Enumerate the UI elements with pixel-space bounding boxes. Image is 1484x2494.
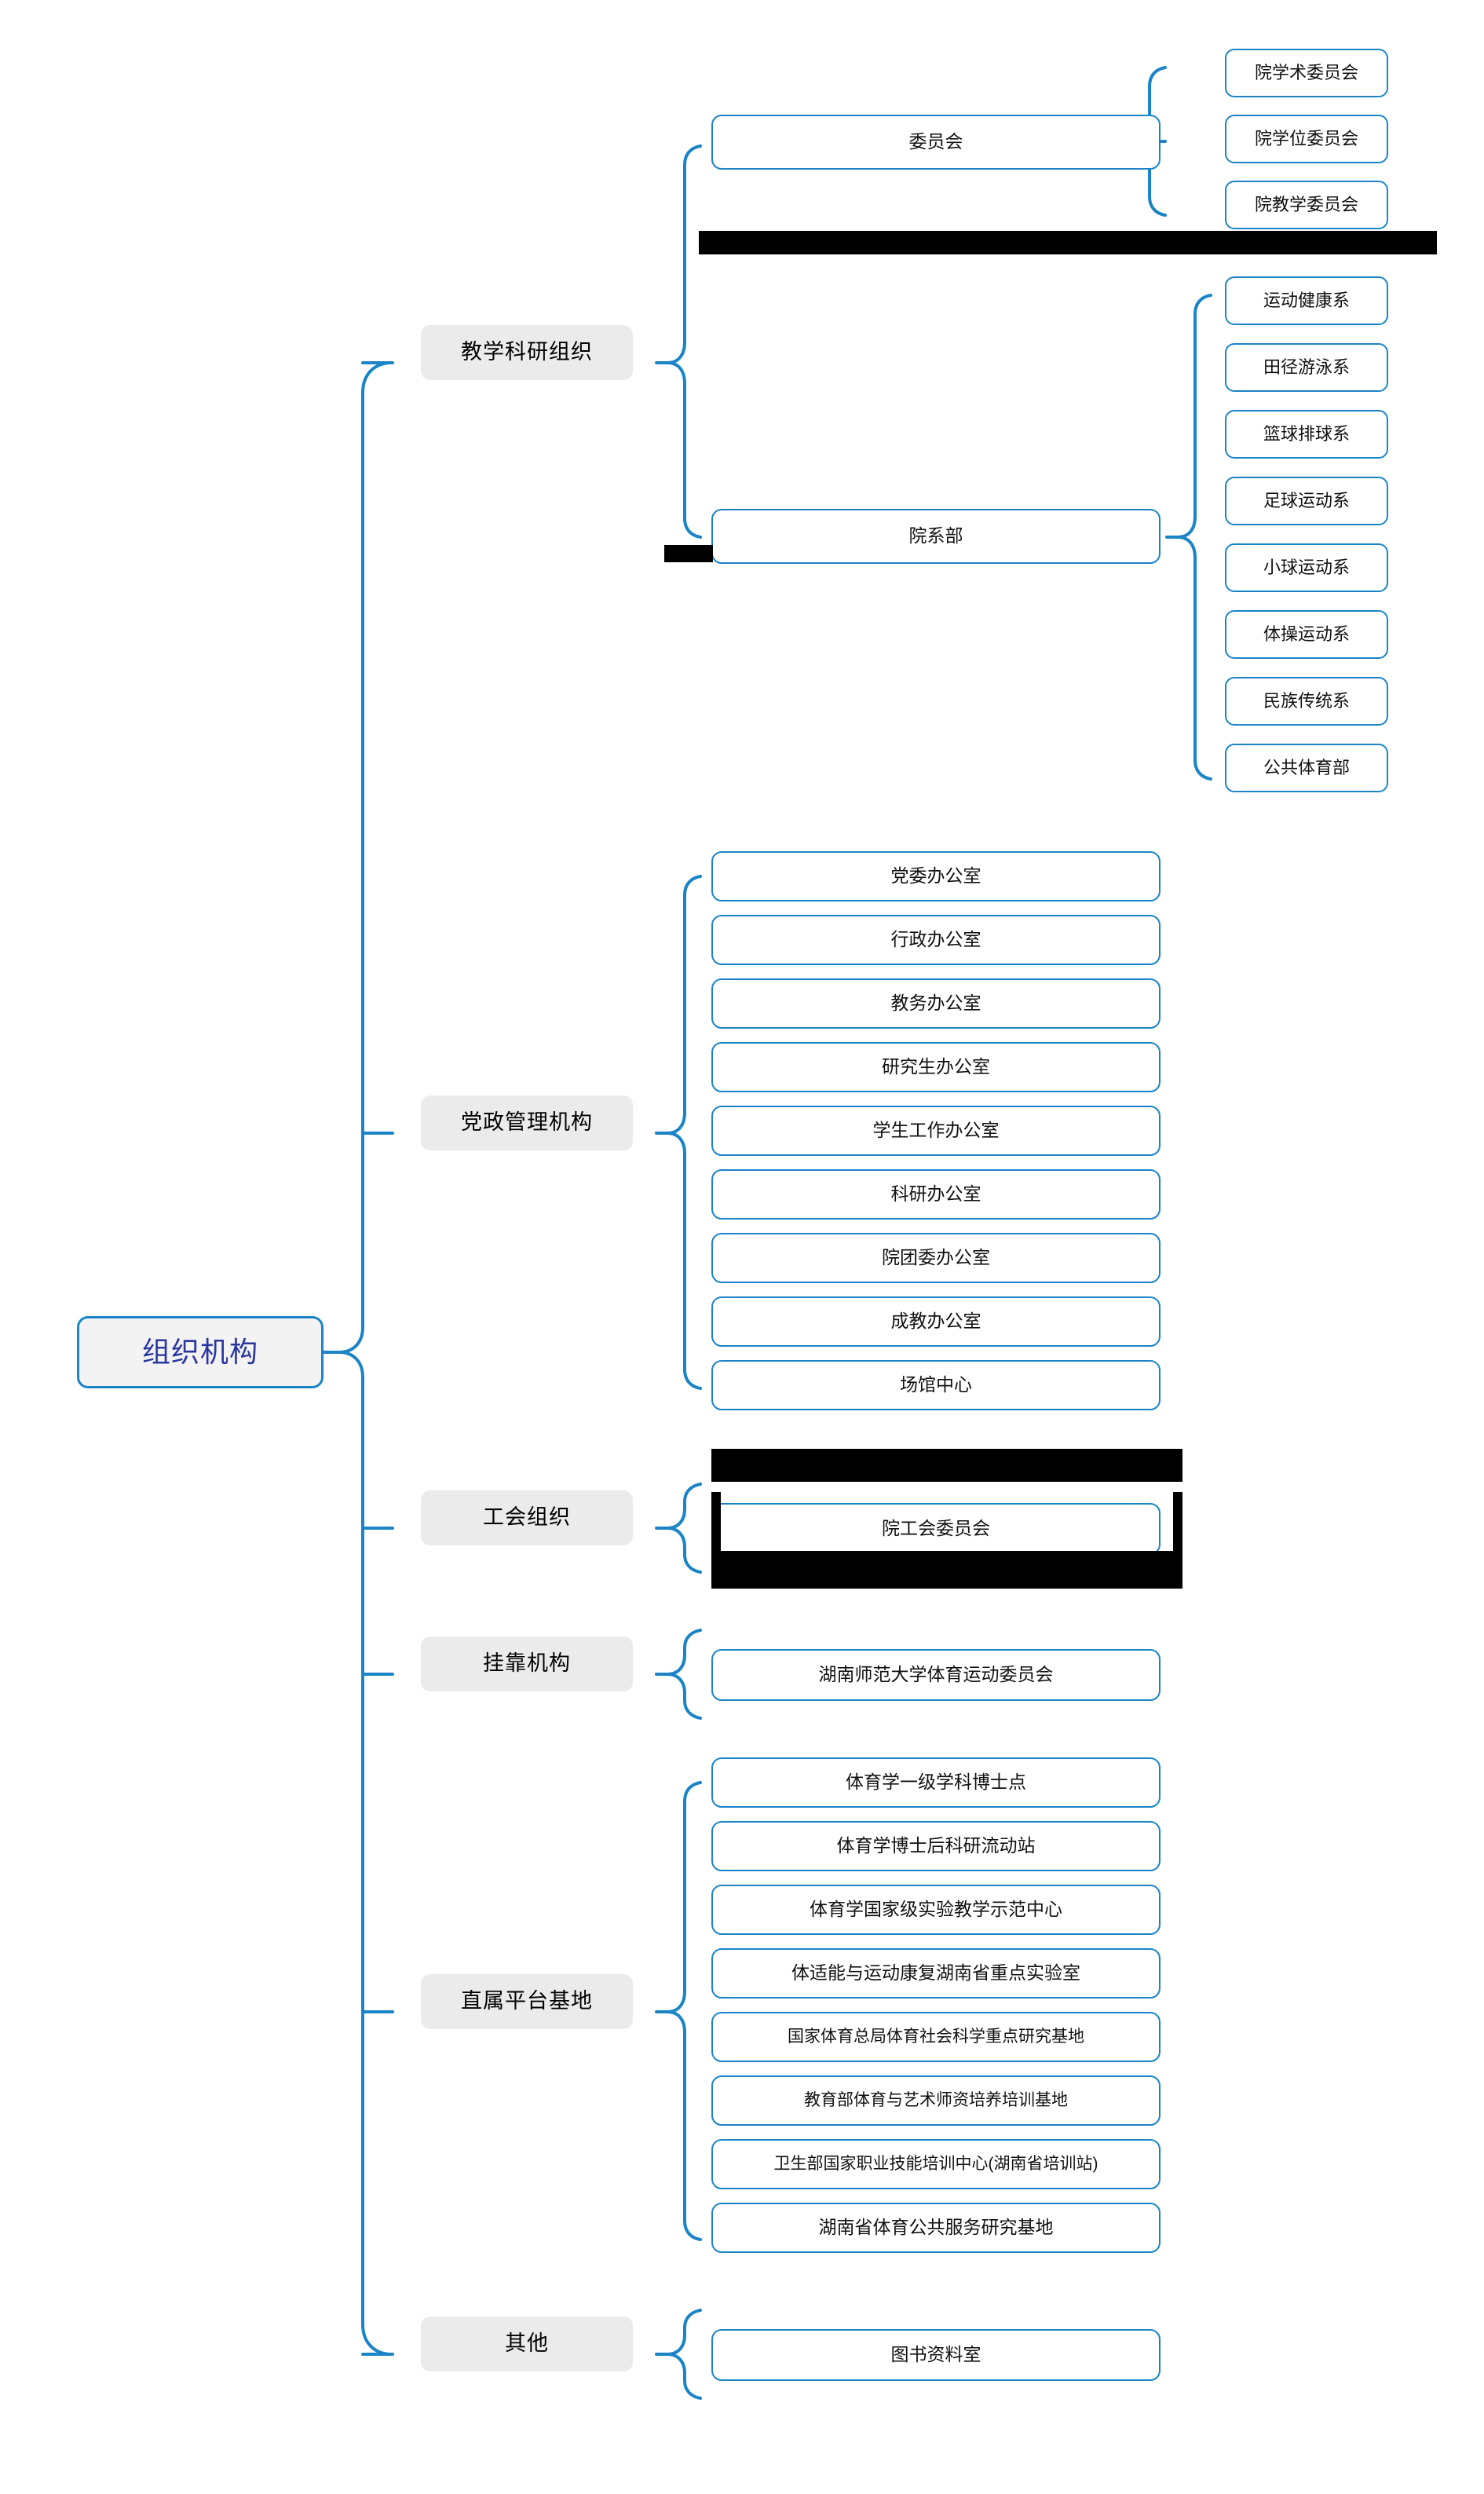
redaction-bar-departments	[664, 545, 713, 562]
leaf-dept-ethnic-traditional[interactable]: 民族传统系	[1225, 677, 1388, 726]
leaf-base-sport-social-science[interactable]: 国家体育总局体育社会科学重点研究基地	[711, 2012, 1161, 2062]
leaf-dept-basketball-volleyball[interactable]: 篮球排球系	[1225, 410, 1388, 459]
leaf-office-venue-center[interactable]: 场馆中心	[711, 1360, 1161, 1410]
redaction-bar-union-upper	[711, 1449, 1182, 1482]
leaf-affiliated-sports-committee[interactable]: 湖南师范大学体育运动委员会	[711, 1649, 1161, 1701]
leaf-union-committee[interactable]: 院工会委员会	[711, 1503, 1161, 1555]
category-teaching-research[interactable]: 教学科研组织	[421, 325, 633, 380]
category-platform-bases[interactable]: 直属平台基地	[421, 1974, 633, 2029]
leaf-dept-small-ball[interactable]: 小球运动系	[1225, 543, 1388, 592]
leaf-dept-sport-health[interactable]: 运动健康系	[1225, 276, 1388, 325]
leaf-base-public-service-research[interactable]: 湖南省体育公共服务研究基地	[711, 2203, 1161, 2253]
leaf-office-research[interactable]: 科研办公室	[711, 1169, 1161, 1220]
leaf-office-continuing-education[interactable]: 成教办公室	[711, 1296, 1161, 1347]
leaf-office-student-affairs[interactable]: 学生工作办公室	[711, 1106, 1161, 1156]
redaction-bar-union-lower	[711, 1551, 1182, 1589]
leaf-base-teacher-training[interactable]: 教育部体育与艺术师资培养培训基地	[711, 2075, 1161, 2126]
leaf-office-academic-affairs[interactable]: 教务办公室	[711, 978, 1161, 1029]
category-union[interactable]: 工会组织	[421, 1490, 633, 1545]
leaf-office-administration[interactable]: 行政办公室	[711, 915, 1161, 965]
leaf-base-provincial-key-lab[interactable]: 体适能与运动康复湖南省重点实验室	[711, 1948, 1161, 1998]
leaf-degree-committee[interactable]: 院学位委员会	[1225, 115, 1388, 163]
category-party-admin[interactable]: 党政管理机构	[421, 1095, 633, 1150]
leaf-dept-football[interactable]: 足球运动系	[1225, 477, 1388, 525]
branch-departments[interactable]: 院系部	[711, 509, 1161, 564]
leaf-office-party-committee[interactable]: 党委办公室	[711, 851, 1161, 901]
leaf-academic-committee[interactable]: 院学术委员会	[1225, 49, 1388, 97]
leaf-dept-public-pe[interactable]: 公共体育部	[1225, 744, 1388, 792]
leaf-base-national-demo-center[interactable]: 体育学国家级实验教学示范中心	[711, 1885, 1161, 1935]
leaf-dept-athletics-swimming[interactable]: 田径游泳系	[1225, 343, 1388, 392]
leaf-office-youth-league[interactable]: 院团委办公室	[711, 1233, 1161, 1283]
redaction-bar-top	[699, 231, 1437, 254]
leaf-base-doctoral-program[interactable]: 体育学一级学科博士点	[711, 1757, 1161, 1808]
category-affiliated[interactable]: 挂靠机构	[421, 1636, 633, 1691]
leaf-office-graduate[interactable]: 研究生办公室	[711, 1042, 1161, 1092]
leaf-base-vocational-skills-center[interactable]: 卫生部国家职业技能培训中心(湖南省培训站)	[711, 2139, 1161, 2189]
leaf-dept-gymnastics[interactable]: 体操运动系	[1225, 610, 1388, 659]
leaf-teaching-committee[interactable]: 院教学委员会	[1225, 181, 1388, 229]
root-node[interactable]: 组织机构	[77, 1316, 323, 1388]
leaf-base-postdoc-station[interactable]: 体育学博士后科研流动站	[711, 1821, 1161, 1871]
branch-committees[interactable]: 委员会	[711, 115, 1161, 170]
redaction-bar-union-left	[711, 1492, 721, 1578]
leaf-library-resource-room[interactable]: 图书资料室	[711, 2329, 1161, 2381]
category-other[interactable]: 其他	[421, 2317, 633, 2371]
redaction-bar-union-right	[1173, 1492, 1182, 1578]
